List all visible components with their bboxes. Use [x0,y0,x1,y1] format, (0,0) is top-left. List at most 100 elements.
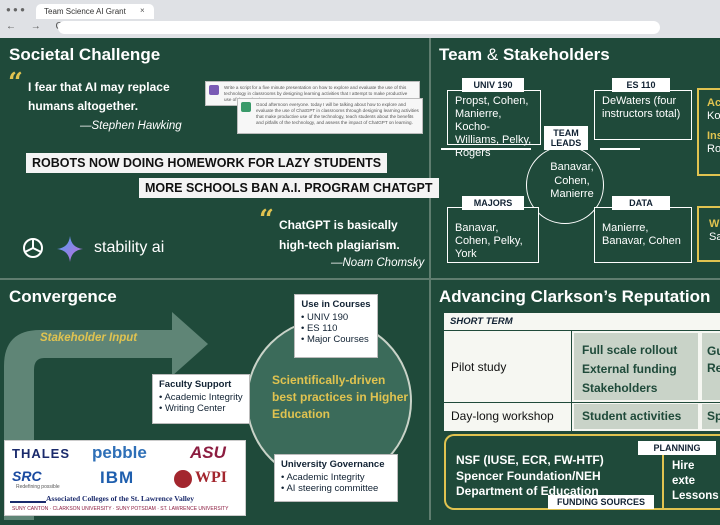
faculty-item: • Academic Integrity [159,392,243,403]
quote-mark: “ [8,68,23,98]
governance-item: • AI steering committee [281,483,379,494]
univ190-box: Propst, Cohen, Manierre, Kocho-Williams,… [447,90,541,159]
browser-tab[interactable]: Team Science AI Grant [36,4,154,19]
nav-icons[interactable]: ← → C ⌂ [6,21,90,32]
quote2-line2: high-tech plagiarism. [279,238,400,252]
headline-2: MORE SCHOOLS BAN A.I. PROGRAM CHATGPT [139,178,439,198]
quote1-author: —Stephen Hawking [80,120,182,132]
row-divider [444,330,720,331]
stability-ai-logo: stability ai [94,239,165,256]
faculty-title: Faculty Support [159,379,232,390]
user-avatar-icon [209,85,219,95]
acc-title: Associated Colleges of the St. Lawrence … [46,494,194,503]
funding-sources-label: FUNDING SOURCES [548,495,654,509]
governance-card: University Governance • Academic Integri… [274,454,398,502]
side-a2: Ko [707,110,720,122]
side-b1: Ins [707,130,720,142]
side-a1: Ac [707,97,720,109]
team-title-b: Stakeholders [502,45,610,64]
student-activities-cell: Student activities [574,404,698,429]
chatgpt-icon [241,102,251,112]
thales-logo: THALES [12,446,70,461]
majors-box: Banavar, Cohen, Pelky, York [447,207,539,263]
pebble-logo: pebble [92,443,147,462]
day-long-workshop: Day-long workshop [451,409,554,423]
quote-mark: “ [259,205,274,235]
majors-names: Banavar, Cohen, Pelky, York [455,222,523,260]
faculty-card: Faculty Support • Academic Integrity • W… [152,374,250,424]
planning-list: Hire exte Lessons [672,459,720,504]
course-item: • ES 110 [301,323,338,334]
side-text: Gu [707,344,720,358]
partner-logos-panel [4,440,246,516]
row-divider [444,402,720,403]
stakeholder-panel [697,88,720,176]
stakeholder-panel-2 [697,206,720,262]
acc-emblem-icon [10,493,46,503]
es110-label: ES 110 [612,78,670,92]
planning-divider [662,442,664,510]
quote2-line1: ChatGPT is basically [279,218,398,232]
section-title-convergence: Convergence [9,287,117,306]
es110-names: DeWaters (four instructors total) [602,95,681,120]
col-divider [571,331,572,431]
side-c1: W [709,218,720,230]
connector [441,148,531,150]
team-title-amp: & [486,45,499,64]
wpi-logo: WPI [195,469,227,486]
gemini-sparkle-icon [55,234,85,264]
stakeholder-input-label: Stakeholder Input [40,332,138,344]
src-tagline: Redefining possible [16,484,60,490]
outcome-item: Full scale rollout [582,343,678,357]
side-b2: Ro [707,143,720,155]
short-term-label: SHORT TERM [450,316,513,327]
majors-label: MAJORS [462,196,524,210]
governance-item: • Academic Integrity [281,472,365,483]
quote2-author: —Noam Chomsky [331,257,425,269]
headline-1: ROBOTS NOW DOING HOMEWORK FOR LAZY STUDE… [26,153,388,173]
connector [600,148,640,150]
planning-item: Lessons [672,490,719,502]
funding-box [444,434,720,510]
courses-card: Use in Courses • UNIV 190 • ES 110 • Maj… [294,294,378,358]
asu-logo: ASU [190,443,226,462]
openai-logo-icon [20,235,46,261]
funding-item: NSF (IUSE, ECR, FW-HTF) [456,453,604,467]
src-logo: SRC [12,468,42,484]
url-bar[interactable] [58,21,660,34]
courses-title: Use in Courses [301,299,371,310]
funding-item: Spencer Foundation/NEH [456,468,601,483]
section-title-team: Team & Stakeholders [439,45,610,65]
divider-horizontal [0,278,720,280]
outcome-item: Stakeholders [582,381,658,395]
data-box: Manierre, Banavar, Cohen [594,207,692,263]
pilot-study: Pilot study [451,360,507,374]
window-controls[interactable]: ● ● ● [6,5,25,14]
chat-response-card: Good afternoon everyone. today I will be… [237,98,423,134]
univ190-label: UNIV 190 [462,78,524,92]
outcome-item: External funding [582,362,677,376]
funding-list: NSF (IUSE, ECR, FW-HTF) Spencer Foundati… [456,453,604,500]
quote1-line2: humans altogether. [28,99,139,113]
governance-title: University Governance [281,459,385,470]
pilot-outcomes-cell: Full scale rollout External funding Stak… [574,333,698,400]
data-label: DATA [612,196,670,210]
planning-item: Hire exte [672,460,696,487]
es110-box: DeWaters (four instructors total) [594,90,692,140]
side-text: Re [707,361,720,375]
long-term-cell: Gu Re [702,333,720,400]
acc-members: SUNY CANTON · CLARKSON UNIVERSITY · SUNY… [12,506,229,512]
data-names: Manierre, Banavar, Cohen [602,222,681,247]
side-c2: Sa [709,231,720,243]
course-item: • UNIV 190 [301,312,349,323]
ibm-logo: IBM [100,468,135,487]
close-icon[interactable]: × [140,6,145,15]
chat-response-text: Good afternoon everyone. today I will be… [256,102,419,125]
section-title-reputation: Advancing Clarkson’s Reputation [439,287,711,306]
planning-label: PLANNING [638,441,716,455]
wpi-seal-icon [174,470,192,488]
side-cell: Sp [702,404,720,429]
course-item: • Major Courses [301,334,369,345]
section-title-societal: Societal Challenge [9,45,161,64]
team-title-a: Team [439,45,483,64]
